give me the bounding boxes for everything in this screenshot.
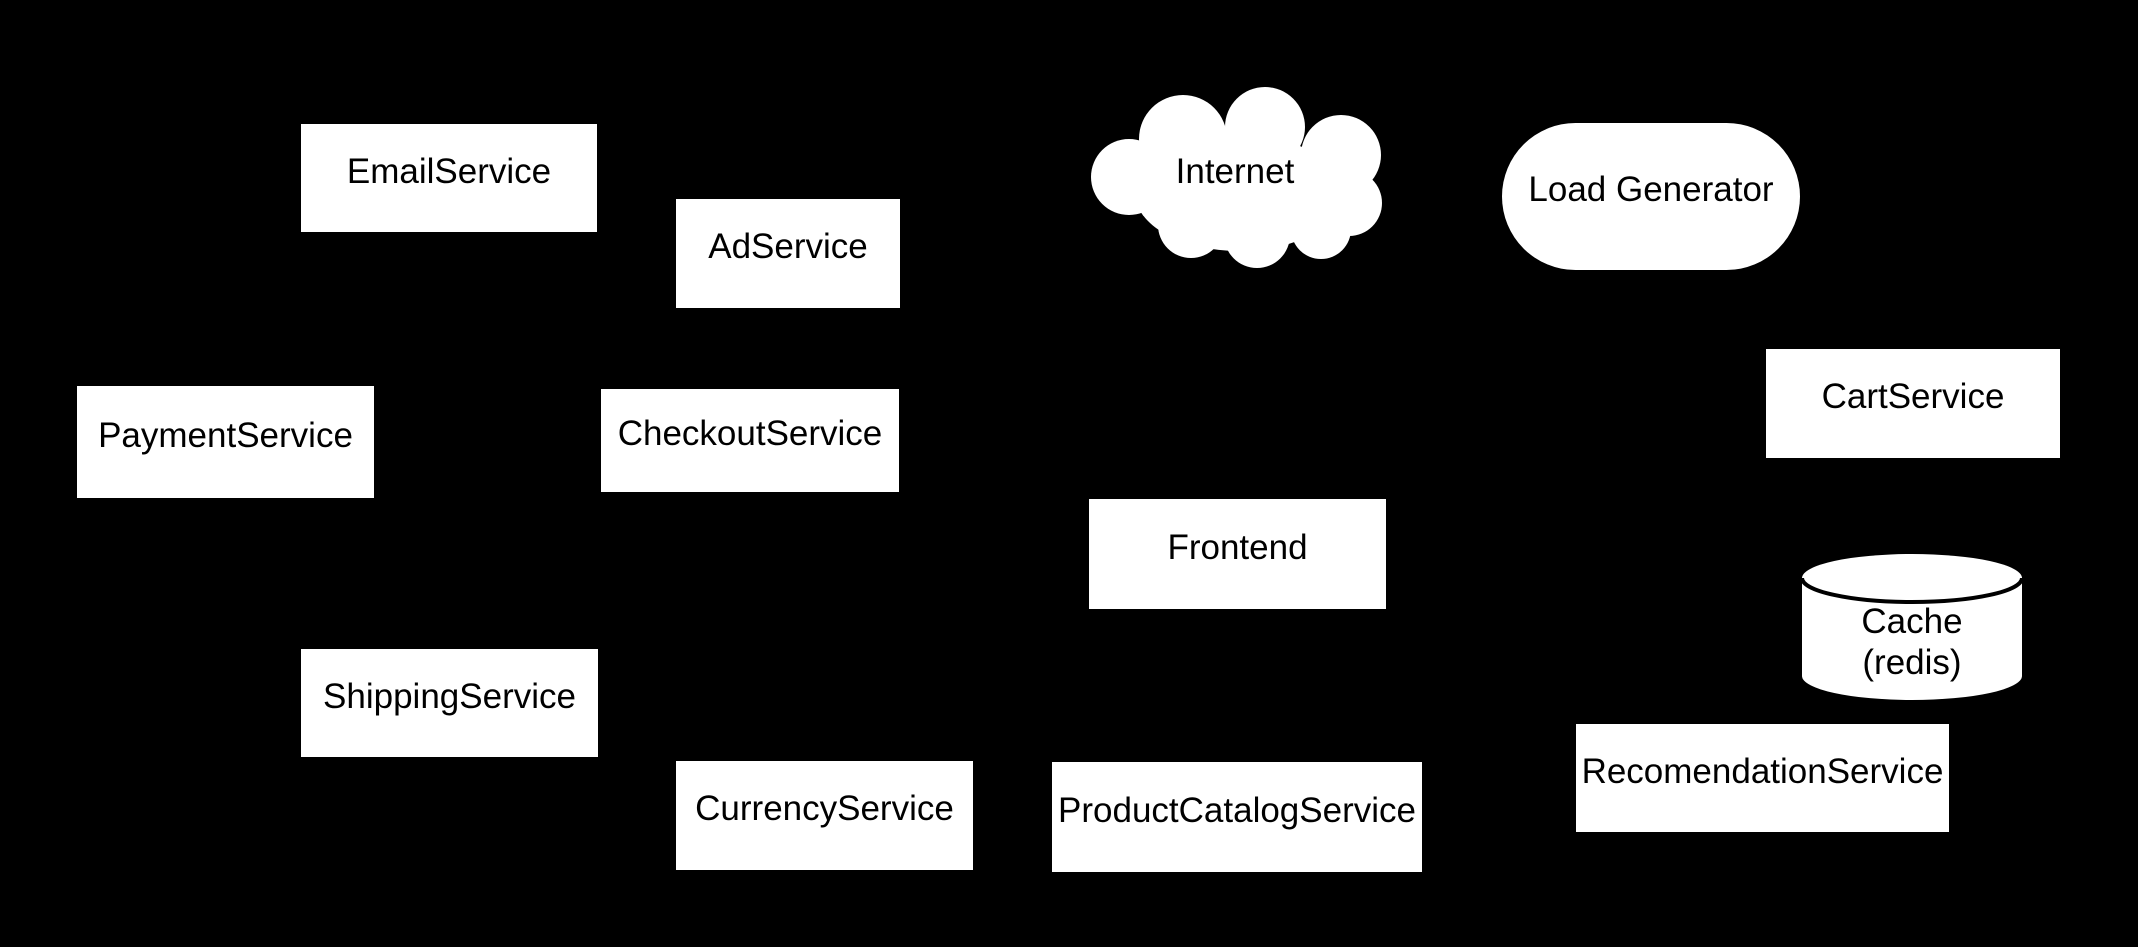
node-cache-redis-label: Cache (redis) (1800, 552, 2024, 702)
node-load-generator: Load Generator (1502, 123, 1800, 270)
node-cart-service: CartService (1766, 349, 2060, 458)
cache-label-line1: Cache (1861, 601, 1963, 641)
node-load-generator-label: Load Generator (1528, 170, 1774, 210)
database-cylinder-icon (1800, 554, 2024, 700)
node-shipping-service: ShippingService (301, 649, 598, 757)
node-checkout-service: CheckoutService (601, 389, 899, 492)
node-checkout-service-label: CheckoutService (617, 414, 883, 454)
node-shipping-service-label: ShippingService (323, 676, 576, 716)
cache-label-line2: (redis) (1862, 643, 1962, 682)
node-product-catalog-service-label: ProductCatalogService (1058, 790, 1416, 830)
node-ad-service-label: AdService (708, 227, 868, 267)
node-cache-redis: Cache (redis) (1800, 552, 2024, 702)
node-payment-service-label: PaymentService (98, 415, 353, 455)
node-frontend-label: Frontend (1167, 527, 1308, 567)
node-product-catalog-service: ProductCatalogService (1052, 762, 1422, 872)
node-currency-service-label: CurrencyService (695, 789, 954, 829)
node-recommendation-service: RecomendationService (1576, 724, 1949, 832)
node-payment-service: PaymentService (77, 386, 374, 498)
node-cart-service-label: CartService (1821, 377, 2005, 417)
node-internet: Internet (1085, 85, 1385, 270)
node-internet-label: Internet (1175, 151, 1295, 191)
node-currency-service: CurrencyService (676, 761, 973, 870)
node-ad-service: AdService (676, 199, 900, 308)
cloud-icon (1091, 87, 1382, 268)
node-frontend: Frontend (1089, 499, 1386, 609)
node-email-service: EmailService (301, 124, 597, 232)
node-email-service-label: EmailService (346, 151, 552, 191)
node-recommendation-service-label: RecomendationService (1581, 751, 1944, 791)
